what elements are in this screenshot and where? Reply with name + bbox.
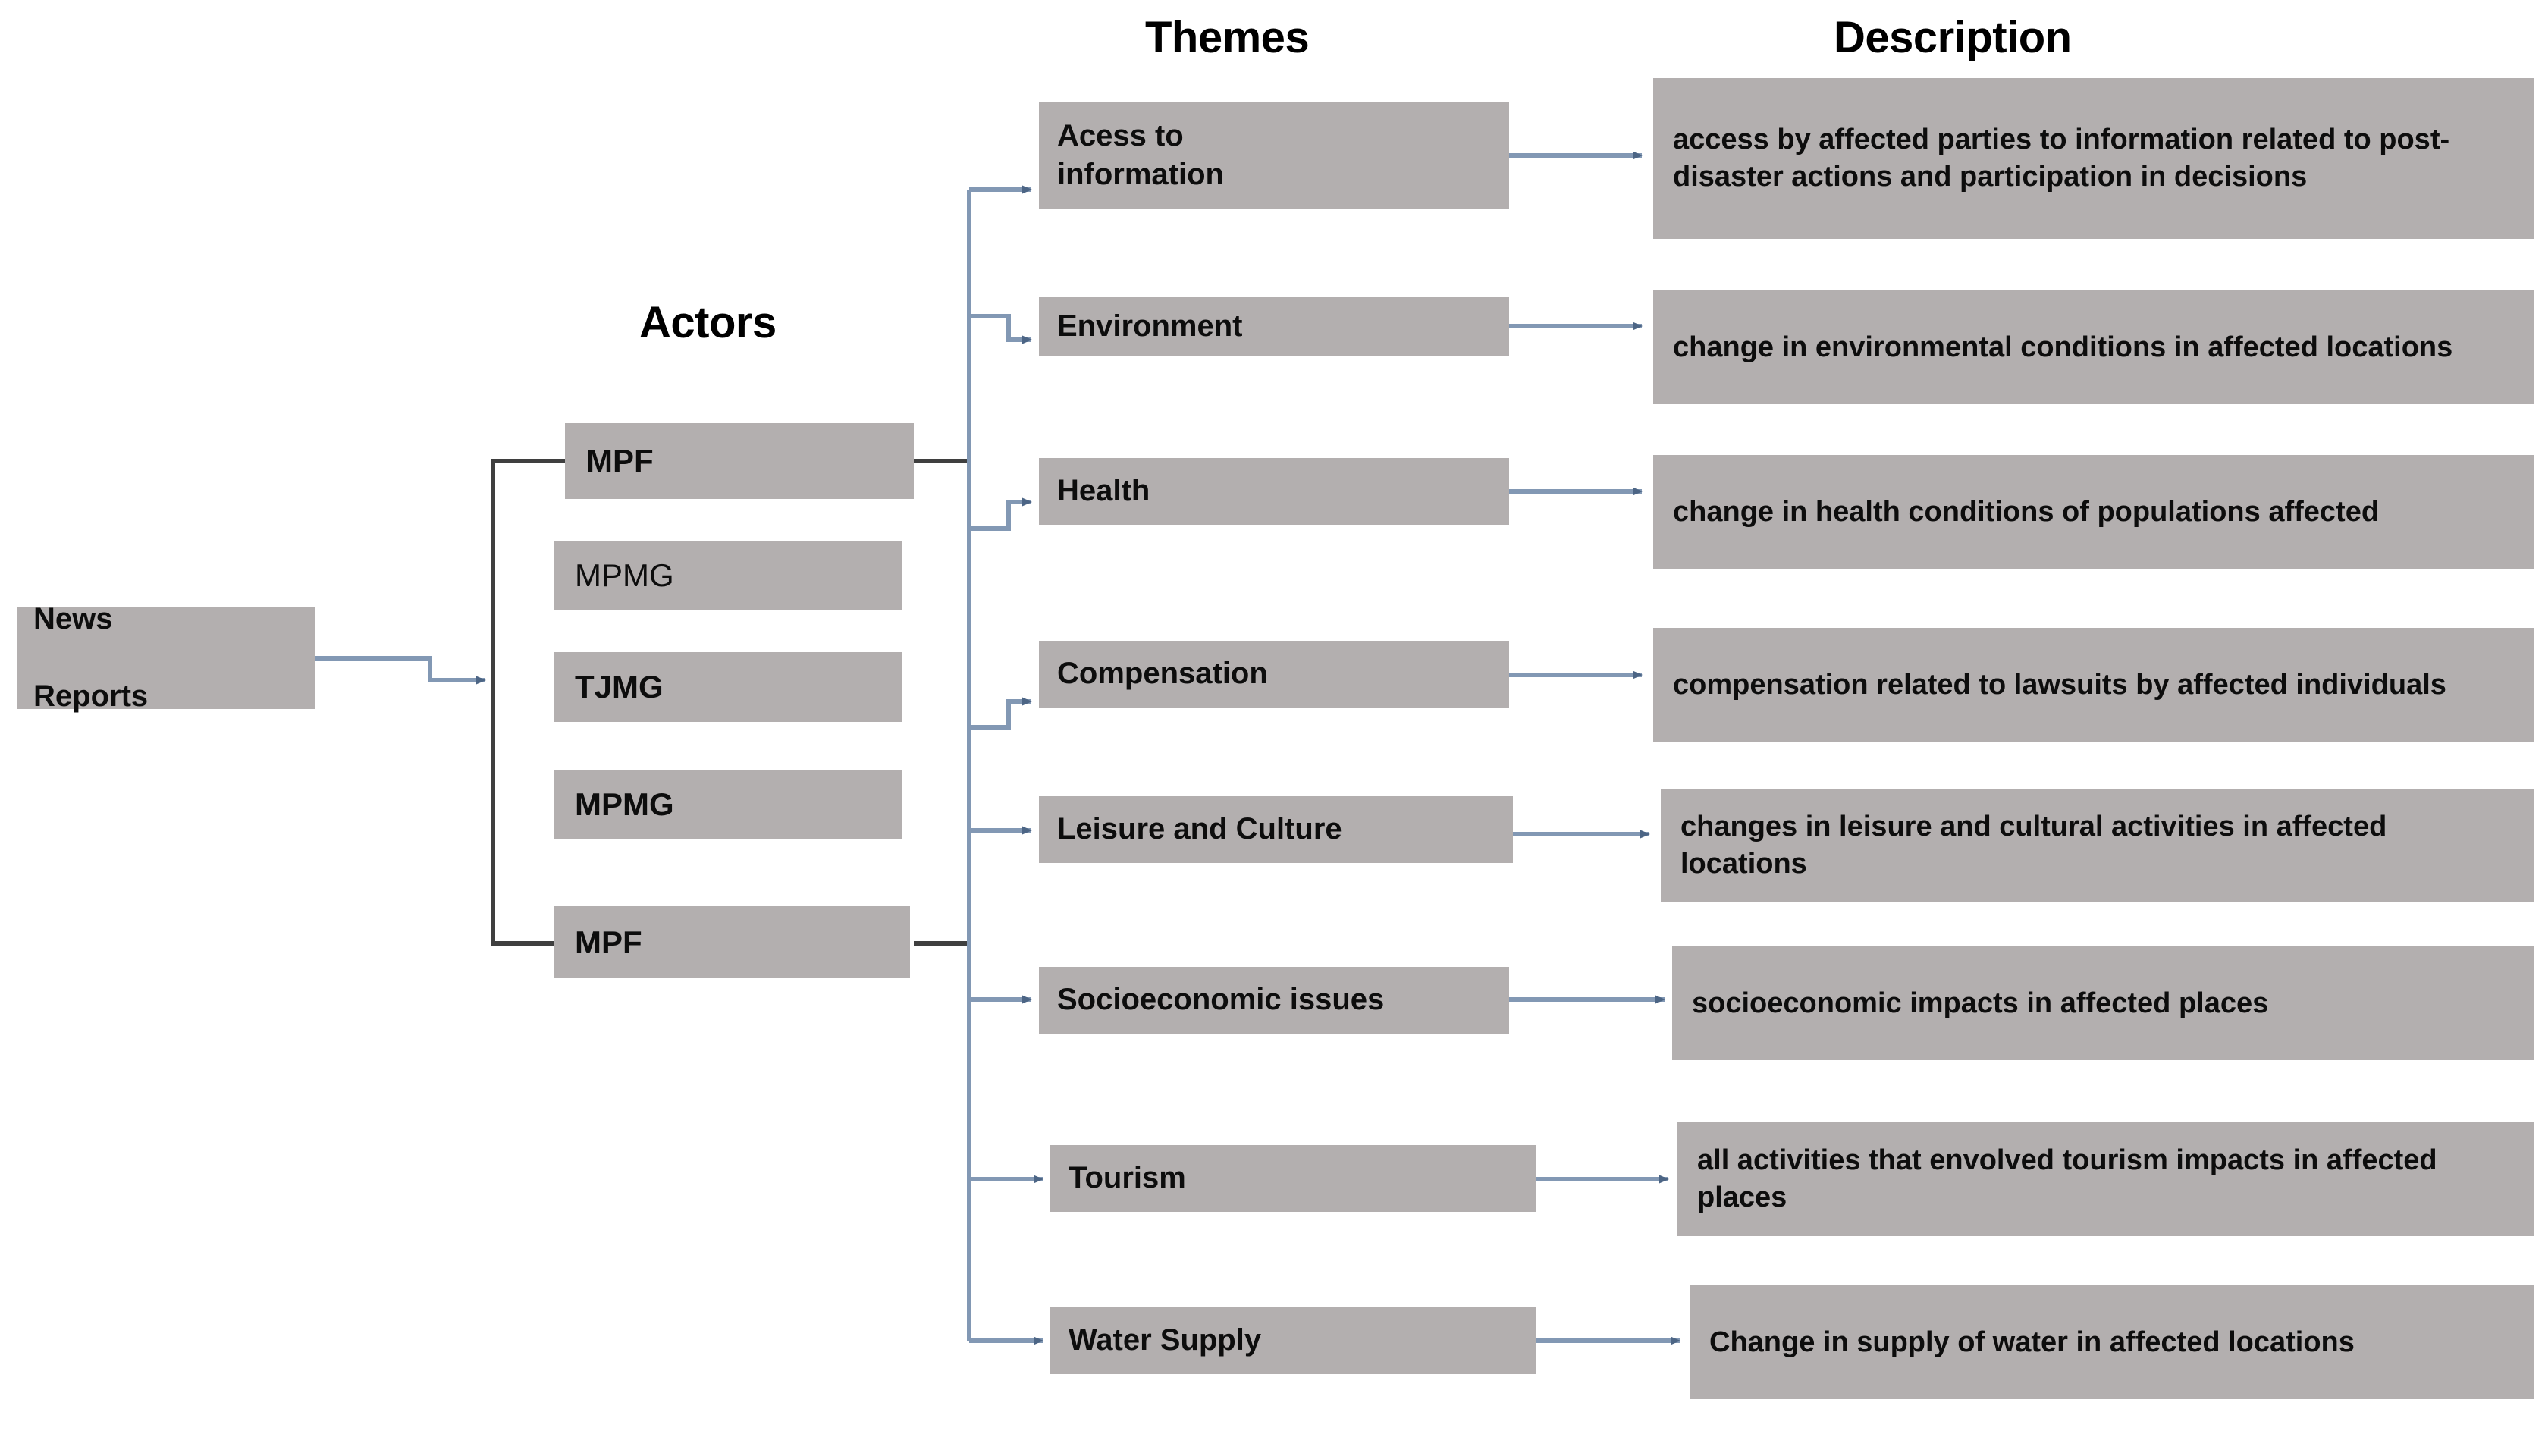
actor-label: MPF — [586, 443, 654, 479]
description-text: socioeconomic impacts in affected places — [1692, 987, 2269, 1019]
theme-node-environment[interactable]: Environment — [1039, 297, 1509, 356]
theme-node-compensation[interactable]: Compensation — [1039, 641, 1509, 708]
description-node-socioeconomic-issues[interactable]: socioeconomic impacts in affected places — [1672, 946, 2534, 1060]
description-node-water-supply[interactable]: Change in supply of water in affected lo… — [1690, 1285, 2534, 1399]
description-node-leisure-and-culture[interactable]: changes in leisure and cultural activiti… — [1661, 789, 2534, 902]
description-node-tourism[interactable]: all activities that envolved tourism imp… — [1677, 1122, 2534, 1236]
actor-node-mpmg-2[interactable]: MPMG — [554, 770, 902, 839]
description-text: all activities that envolved tourism imp… — [1697, 1144, 2437, 1213]
actor-node-mpmg-1[interactable]: MPMG — [554, 541, 902, 610]
theme-node-socioeconomic-issues[interactable]: Socioeconomic issues — [1039, 967, 1509, 1034]
description-node-compensation[interactable]: compensation related to lawsuits by affe… — [1653, 628, 2534, 742]
description-node-environment[interactable]: change in environmental conditions in af… — [1653, 290, 2534, 404]
description-node-access-to-information[interactable]: access by affected parties to informatio… — [1653, 78, 2534, 239]
theme-label: Leisure and Culture — [1057, 812, 1342, 846]
theme-node-tourism[interactable]: Tourism — [1050, 1145, 1536, 1212]
link-news-to-actors — [315, 656, 486, 685]
theme-label: Tourism — [1069, 1161, 1186, 1195]
theme-label: Compensation — [1057, 657, 1268, 691]
description-text: change in health conditions of populatio… — [1673, 495, 2380, 528]
link-spine-theme-2 — [969, 314, 1032, 344]
header-themes: Themes — [1145, 13, 1310, 62]
theme-label: Environment — [1057, 309, 1243, 344]
theme-label: Health — [1057, 474, 1150, 508]
theme-label: Water Supply — [1069, 1323, 1262, 1357]
node-news-reports[interactable]: News Reports — [17, 602, 315, 713]
link-spine-theme-4 — [969, 697, 1032, 730]
theme-node-access-to-information[interactable]: Acess to information — [1039, 102, 1509, 209]
description-text: Change in supply of water in affected lo… — [1709, 1326, 2355, 1358]
description-text: access by affected parties to informatio… — [1673, 124, 2450, 193]
actor-node-tjmg[interactable]: TJMG — [554, 652, 902, 722]
theme-label: Socioeconomic issues — [1057, 983, 1385, 1017]
actor-node-mpf-top[interactable]: MPF — [565, 423, 914, 499]
theme-node-leisure-and-culture[interactable]: Leisure and Culture — [1039, 796, 1513, 863]
theme-node-health[interactable]: Health — [1039, 458, 1509, 525]
link-spine-theme-3 — [969, 497, 1032, 531]
header-description: Description — [1834, 13, 2072, 62]
actor-label: MPF — [575, 924, 642, 960]
theme-node-water-supply[interactable]: Water Supply — [1050, 1307, 1536, 1374]
description-node-health[interactable]: change in health conditions of populatio… — [1653, 455, 2534, 569]
actor-label: MPMG — [575, 557, 674, 594]
news-reports-line-1: News — [33, 601, 113, 635]
description-text: compensation related to lawsuits by affe… — [1673, 668, 2446, 701]
actor-node-mpf-bottom[interactable]: MPF — [554, 906, 910, 978]
news-reports-line-2: Reports — [33, 679, 149, 714]
theme-label: Acess to information — [1057, 118, 1224, 191]
actor-label: MPMG — [575, 786, 674, 823]
actor-bracket-right — [914, 459, 971, 946]
header-actors: Actors — [639, 298, 777, 347]
actor-label: TJMG — [575, 669, 664, 705]
description-text: changes in leisure and cultural activiti… — [1680, 811, 2387, 880]
description-text: change in environmental conditions in af… — [1673, 331, 2453, 363]
